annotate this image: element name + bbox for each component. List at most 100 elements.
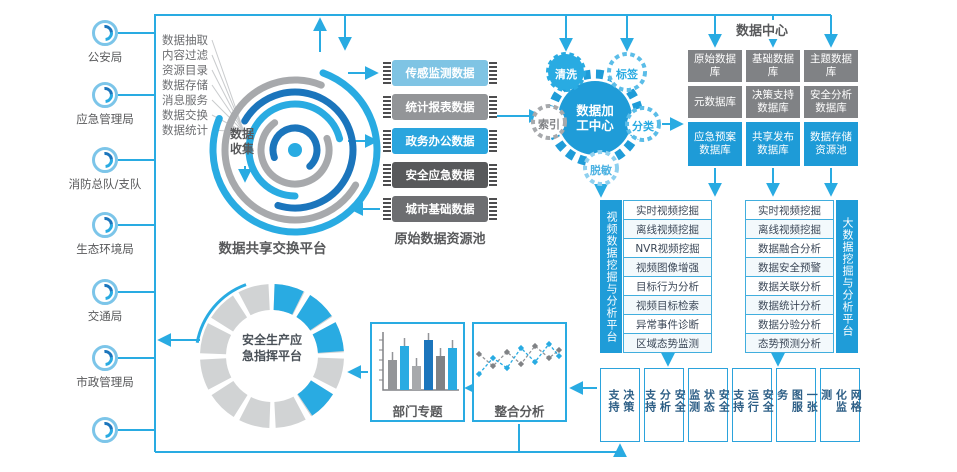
op-item: 内容过滤	[162, 48, 208, 62]
service-box: 一张图服务	[775, 368, 819, 442]
dept-topics-label: 部门专题	[392, 404, 443, 419]
agency-emergency-management: 应急管理局	[55, 82, 155, 127]
donut-ring-icon	[195, 283, 344, 428]
service-label: 安全分析支持	[643, 389, 687, 413]
agency-public-security: 公安局	[55, 20, 155, 65]
gear-icon	[531, 52, 661, 186]
sharing-platform-title: 数据共享交换平台	[218, 241, 327, 257]
collection-ops-list: 数据抽取 内容过滤 资源目录 数据存储 消息服务 数据交换 数据统计	[162, 33, 208, 138]
agency-label: 市政管理局	[76, 375, 134, 389]
service-box: 安全状态监测	[687, 368, 731, 442]
service-box: 网格化监测	[819, 368, 863, 442]
platform-item: 数据关联分析	[745, 276, 834, 296]
service-box: 安全运行支持	[731, 368, 775, 442]
swirl-icon	[92, 345, 118, 371]
platform-item: 异常事件诊断	[623, 314, 712, 334]
op-item: 消息服务	[162, 93, 208, 107]
bigdata-platform-items: 实时视频挖掘 离线视频挖掘 数据融合分析 数据安全预警 数据关联分析 数据统计分…	[745, 200, 834, 353]
video-platform-sidebar: 视频数据挖掘与分析平台	[600, 200, 622, 353]
satellite-label-tag: 标签	[616, 68, 638, 81]
satellite-label-clean: 清洗	[555, 68, 577, 81]
platform-item: 离线视频挖掘	[745, 219, 834, 239]
platform-item: 态势预测分析	[745, 333, 834, 353]
db-box: 决策支持数据库	[746, 86, 800, 118]
agency-fire-brigade: 消防总队/支队	[55, 147, 155, 192]
raw-pool-title: 原始数据资源池	[394, 232, 486, 247]
op-item: 资源目录	[162, 63, 208, 77]
service-label: 决策支持	[607, 389, 635, 413]
pool-item: 安全应急数据	[383, 162, 497, 188]
platform-item: 区域态势监测	[623, 333, 712, 353]
platform-item: 离线视频挖掘	[623, 219, 712, 239]
agency-label: 公安局	[87, 50, 123, 64]
service-label: 一张图服务	[775, 389, 819, 413]
platform-item: NVR视频挖掘	[623, 238, 712, 258]
db-box: 基础数据库	[746, 50, 800, 82]
swirl-icon	[92, 20, 118, 46]
op-item: 数据抽取	[162, 33, 208, 47]
data-center-title: 数据中心	[722, 20, 802, 39]
dept-topics-panel: 部门专题	[370, 322, 465, 422]
platform-item: 目标行为分析	[623, 276, 712, 296]
satellite-label-desensitize: 脱敏	[590, 164, 612, 177]
platform-item: 实时视频挖掘	[745, 200, 834, 220]
db-box: 应急预案数据库	[688, 122, 742, 166]
bigdata-platform-label: 大数据挖掘与分析平台	[841, 216, 854, 337]
swirl-icon	[92, 212, 118, 238]
platform-item: 数据融合分析	[745, 238, 834, 258]
pool-item: 城市基础数据	[383, 196, 497, 222]
video-platform-items: 实时视频挖掘 离线视频挖掘 NVR视频挖掘 视频图像增强 目标行为分析 视频目标…	[623, 200, 712, 353]
integration-analysis-panel: 整合分析	[472, 322, 567, 422]
bar-chart-icon	[379, 332, 459, 391]
agency-extra-node	[55, 417, 155, 443]
ops-leader-lines	[211, 39, 245, 133]
service-label: 安全状态监测	[687, 389, 731, 413]
agency-label: 生态环境局	[76, 242, 134, 256]
service-label: 安全运行支持	[731, 389, 775, 413]
video-platform-label: 视频数据挖掘与分析平台	[605, 210, 618, 343]
platform-item: 视频目标检索	[623, 295, 712, 315]
op-item: 数据统计	[162, 123, 208, 137]
satellite-label-classify: 分类	[632, 120, 654, 133]
service-box: 安全分析支持	[643, 368, 687, 442]
agency-ecology-environment: 生态环境局	[55, 212, 155, 257]
agency-municipal-admin: 市政管理局	[55, 345, 155, 390]
db-box: 元数据库	[688, 86, 742, 118]
agency-label: 应急管理局	[76, 112, 134, 126]
agency-transport: 交通局	[55, 279, 155, 324]
raw-data-pool: 传感监测数据 统计报表数据 政务办公数据 安全应急数据 城市基础数据	[383, 60, 497, 230]
db-box: 原始数据库	[688, 50, 742, 82]
service-box: 决策支持	[600, 368, 640, 442]
swirl-icon	[92, 147, 118, 173]
agency-label: 交通局	[87, 309, 123, 323]
processing-center-label: 数据加工中心	[576, 103, 614, 133]
database-grid: 原始数据库 基础数据库 主题数据库 元数据库 决策支持数据库 安全分析数据库 应…	[688, 50, 858, 166]
platform-item: 数据统计分析	[745, 295, 834, 315]
db-box: 主题数据库	[804, 50, 858, 82]
platform-item: 数据安全预警	[745, 257, 834, 277]
swirl-icon	[92, 82, 118, 108]
platform-item: 视频图像增强	[623, 257, 712, 277]
spiral-graphic	[209, 64, 381, 236]
platform-item: 数据分验分析	[745, 314, 834, 334]
data-collect-label: 数据收集	[229, 127, 254, 156]
command-platform-label: 安全生产应急指挥平台	[242, 333, 303, 363]
db-box: 安全分析数据库	[804, 86, 858, 118]
pool-item: 统计报表数据	[383, 94, 497, 120]
satellite-label-index: 索引	[538, 118, 560, 131]
service-boxes: 决策支持 安全分析支持 安全状态监测 安全运行支持 一张图服务 网格化监测	[600, 368, 863, 442]
db-box: 数据存储资源池	[804, 122, 858, 166]
pool-item: 传感监测数据	[383, 60, 497, 86]
platform-item: 实时视频挖掘	[623, 200, 712, 220]
flow-arrows	[118, 14, 838, 458]
pool-item: 政务办公数据	[383, 128, 497, 154]
swirl-icon	[92, 279, 118, 305]
db-box: 共享发布数据库	[746, 122, 800, 166]
service-label: 网格化监测	[819, 389, 863, 413]
integration-analysis-label: 整合分析	[494, 404, 545, 419]
op-item: 数据交换	[162, 108, 208, 122]
swirl-icon	[92, 417, 118, 443]
bigdata-platform-sidebar: 大数据挖掘与分析平台	[836, 200, 858, 353]
